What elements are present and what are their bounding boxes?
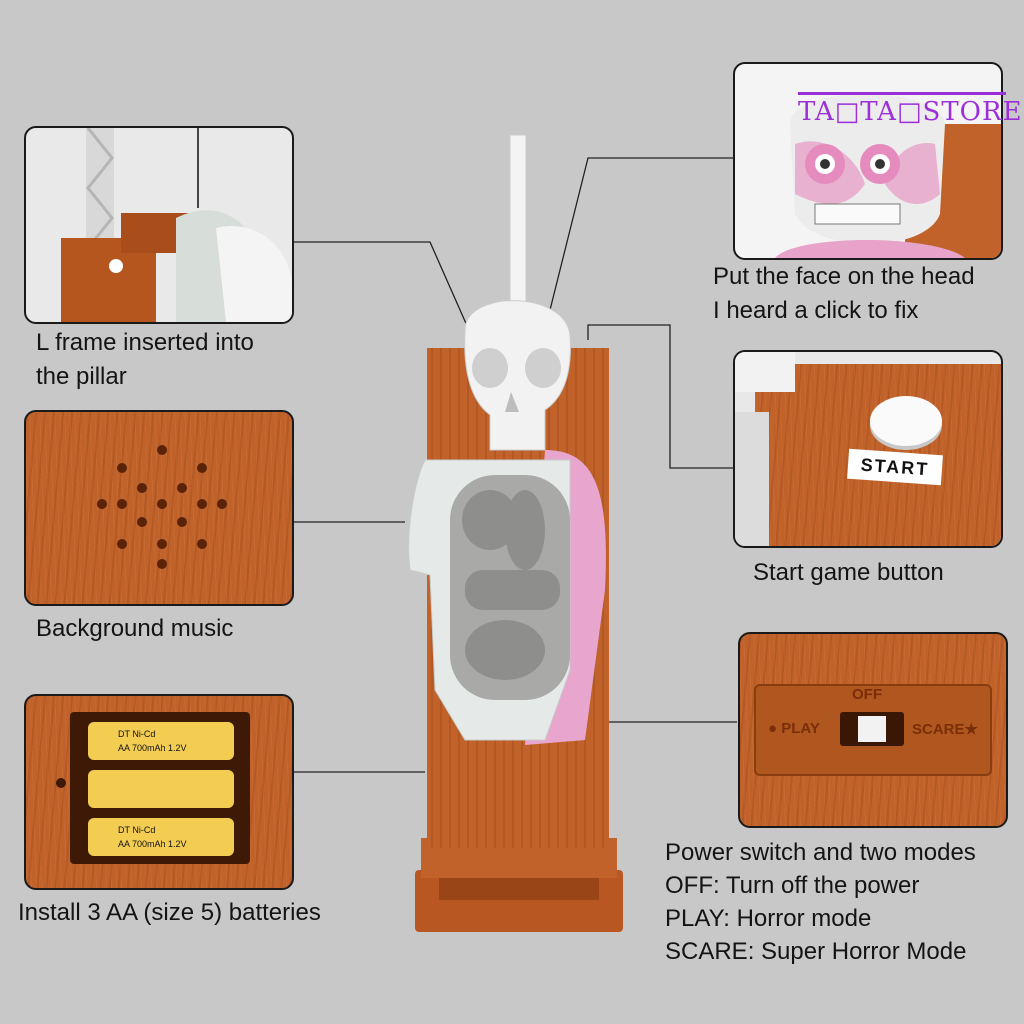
panel-speaker [24,410,294,606]
switch-scare-label: SCARE★ [912,721,978,738]
toy-skull [464,300,571,451]
caption-face: Put the face on the head I heard a click… [713,263,975,324]
battery-3: DT Ni-Cd AA 700mAh 1.2V [88,818,234,856]
caption-batteries: Install 3 AA (size 5) batteries [18,899,321,926]
switch-off-label: OFF [852,686,882,703]
caption-background-music: Background music [36,615,234,642]
mode-switch[interactable] [840,712,904,746]
caption-l-frame: L frame inserted into the pillar [36,329,254,390]
caption-power: Power switch and two modes OFF: Turn off… [665,839,976,965]
panel-face [733,62,1003,260]
switch-play-label: ● PLAY [768,720,820,737]
store-watermark: TA□TA□STORE [798,92,1022,132]
connector-start [587,324,733,469]
start-button[interactable] [870,396,942,446]
battery-2 [88,770,234,808]
panel-l-frame [24,126,294,324]
caption-start-game: Start game button [753,559,944,586]
speaker-holes [97,445,227,569]
toy-l-frame [509,134,527,326]
switch-knob[interactable] [858,716,886,742]
connector-face [537,157,733,359]
panel-batteries: DT Ni-Cd AA 700mAh 1.2V DT Ni-Cd AA 700m… [24,694,294,890]
panel-start-button: START [733,350,1003,548]
toy-illustration [395,130,635,945]
connector-l-frame [292,241,469,329]
panel-power-switch: OFF ● PLAY SCARE★ [738,632,1008,828]
battery-1: DT Ni-Cd AA 700mAh 1.2V [88,722,234,760]
